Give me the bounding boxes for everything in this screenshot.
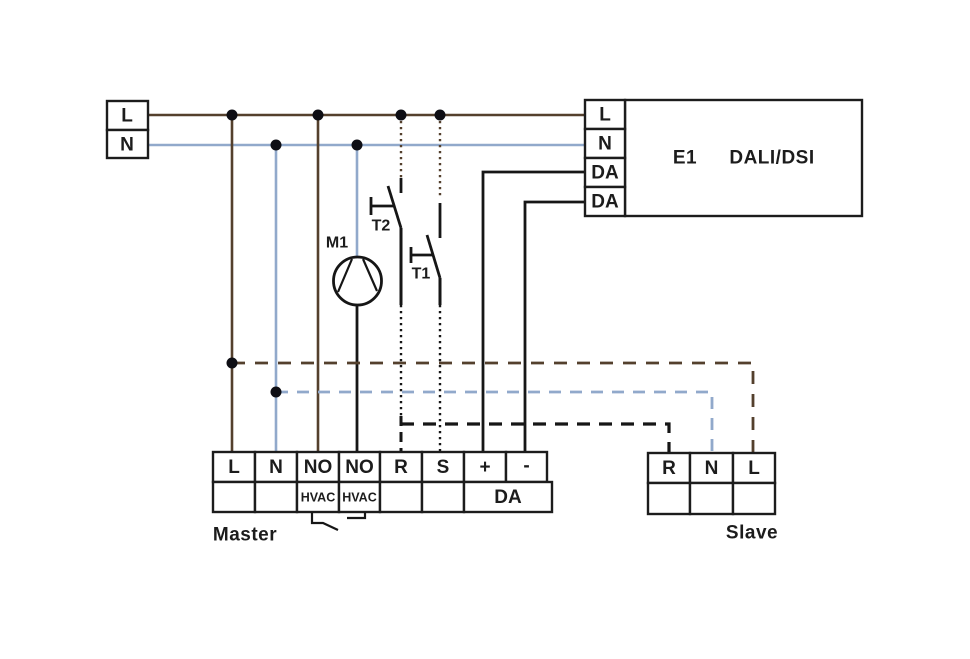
master-da-label: DA: [494, 487, 522, 508]
junction-dot: [226, 357, 238, 369]
mains-l-box: [105, 99, 150, 132]
hvac-contact-right: [347, 512, 367, 520]
master-label: Master: [213, 525, 277, 546]
dali-plus-wire: [481, 170, 585, 452]
master-terminal-plus: [462, 450, 508, 484]
master-terminal-minus: [504, 450, 549, 484]
master-hvac2-label: HVAC: [342, 491, 377, 505]
master-block: L N NO NO R S + - HVAC HVAC DA Master: [211, 450, 554, 546]
wires: [148, 113, 755, 453]
slave-n-label: N: [705, 458, 719, 479]
master-sub-cell: [378, 480, 424, 514]
hvac-contact-left: [310, 512, 339, 531]
junction-dot: [226, 109, 238, 121]
mains-input: L N: [105, 99, 150, 160]
e1-terminal-da2-label: DA: [591, 192, 619, 213]
hvac-relay-contact: [310, 512, 367, 531]
m1-circle: [332, 255, 383, 307]
e1-terminal-l: [583, 98, 627, 131]
slave-r-label: R: [662, 458, 676, 479]
t2-label: T2: [372, 218, 391, 235]
mains-n-box: [105, 128, 150, 160]
master-minus-label: -: [523, 456, 529, 477]
master-terminal-s: [420, 450, 466, 484]
e1-terminal-da2: [583, 185, 627, 218]
master-sub-hvac1: [295, 480, 341, 514]
junction-dots: [226, 109, 446, 398]
master-plus-label: +: [479, 457, 490, 478]
t2-switch: T2: [369, 178, 403, 235]
master-sub-da: [462, 480, 554, 514]
live-link-to-slave-dashed: [232, 361, 755, 453]
slave-label: Slave: [726, 523, 778, 544]
m1-fan-symbol: M1: [326, 235, 383, 307]
slave-sub-cell: [688, 481, 735, 516]
slave-sub-cell: [646, 481, 692, 516]
slave-l-label: L: [748, 458, 760, 479]
e1-terminal-l-label: L: [599, 105, 611, 126]
m1-label: M1: [326, 235, 348, 252]
e1-ballast: L N DA DA E1 DALI/DSI: [583, 98, 864, 218]
master-terminal-no1: [295, 450, 341, 484]
e1-name-label: E1: [673, 148, 697, 169]
switch-link-to-slave-dashed: [401, 422, 671, 453]
master-l-label: L: [228, 457, 240, 478]
master-r-label: R: [394, 457, 408, 478]
m1-blade-left: [336, 258, 354, 293]
dali-minus-wire: [523, 200, 585, 452]
t2-blade: [386, 185, 403, 229]
slave-block: R N L Slave: [646, 451, 778, 544]
t1-switch: T1: [409, 203, 442, 283]
master-sub-cell: [420, 480, 466, 514]
junction-dot: [395, 109, 407, 121]
master-no1-label: NO: [304, 457, 333, 478]
slave-sub-cell: [731, 481, 777, 516]
mains-l-label: L: [121, 106, 133, 127]
t1-label: T1: [412, 266, 431, 283]
e1-terminal-da1-label: DA: [591, 163, 619, 184]
master-sub-cell: [211, 480, 257, 514]
junction-dot: [434, 109, 446, 121]
master-sub-cell: [253, 480, 299, 514]
junction-dot: [270, 386, 282, 398]
master-no2-label: NO: [345, 457, 374, 478]
mains-n-label: N: [120, 135, 134, 156]
junction-dot: [351, 139, 363, 151]
t1-blade: [425, 234, 442, 279]
junction-dot: [312, 109, 324, 121]
e1-box: [623, 98, 864, 218]
master-s-label: S: [437, 457, 450, 478]
e1-terminal-da1: [583, 156, 627, 189]
master-n-label: N: [269, 457, 283, 478]
m1-blade-right: [361, 258, 379, 292]
e1-terminal-n-label: N: [598, 134, 612, 155]
junction-dot: [270, 139, 282, 151]
master-hvac1-label: HVAC: [301, 491, 336, 505]
e1-bus-type-label: DALI/DSI: [729, 148, 814, 169]
